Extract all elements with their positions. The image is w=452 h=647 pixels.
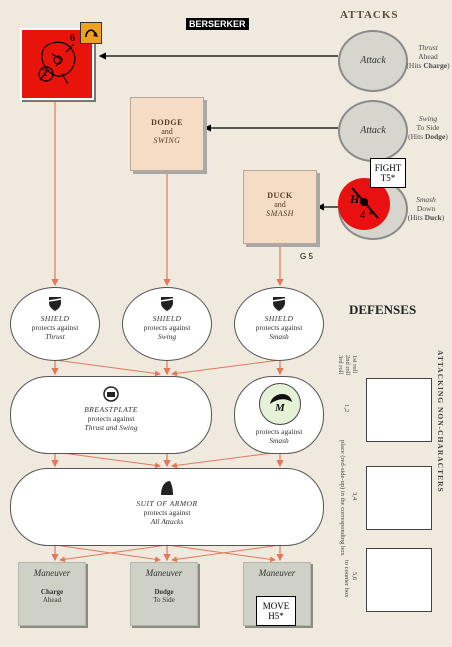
attack-circle-swing[interactable]: Attack [338,100,408,162]
counter-top-number: 6 [70,33,75,44]
rotate-arrow-icon[interactable] [80,22,102,44]
non-character-box-1[interactable] [366,378,432,442]
sword-icon [351,187,379,219]
roll-label-1st: 1st roll [351,355,358,374]
shield-icon [48,297,62,311]
monster-chit[interactable]: M [259,383,301,425]
fight-chit-star: * [368,210,373,221]
counter-bottom-number: 2 [42,68,47,79]
row1-roll: 1,2 [343,404,350,413]
row3-roll: 5,6 [351,572,358,581]
attacks-title: ATTACKS [340,9,399,21]
row2-roll: 3,4 [351,492,358,501]
roll-label-3rd: 3rd roll [337,355,344,375]
berserker-figure-icon [38,41,76,85]
non-characters-title: ATTACKING NON-CHARACTERS [436,350,445,493]
non-character-box-3[interactable] [366,548,432,612]
place-instruction: place (red-side-up) in the corresponding… [339,440,346,556]
breastplate-smash-slot[interactable]: M protects against Smash [234,376,324,454]
non-character-box-2[interactable] [366,466,432,530]
attack-circle-thrust[interactable]: Attack [338,30,408,92]
helmet-icon [103,386,119,402]
fight-chit-letter: H [350,192,360,206]
helmet-icon [161,481,173,495]
defenses-title: DEFENSES [349,302,417,317]
g5-label: G 5 [300,252,313,261]
monster-head-icon [270,393,292,404]
roll-label-2nd: 2nd roll [344,355,351,376]
shield-icon [160,297,174,311]
counter-box-instruction: to counter box [343,560,350,598]
character-name: BERSERKER [186,18,249,30]
fight-chit-number: 4 [360,210,365,221]
shield-icon [272,297,286,311]
